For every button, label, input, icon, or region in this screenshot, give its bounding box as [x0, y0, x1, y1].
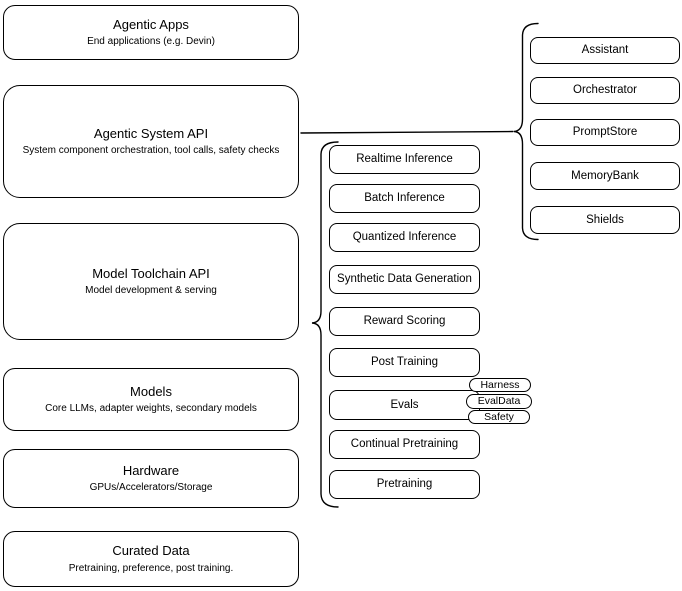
- node-memorybank: MemoryBank: [530, 162, 680, 190]
- node-batch-inference: Batch Inference: [329, 184, 480, 213]
- node-promptstore: PromptStore: [530, 119, 680, 146]
- layer-subtitle: System component orchestration, tool cal…: [22, 145, 280, 157]
- layer-title: Hardware: [122, 462, 180, 478]
- layer-box-agentic-apps: Agentic Apps End applications (e.g. Devi…: [3, 5, 299, 60]
- node-evals: Evals: [329, 390, 480, 420]
- node-realtime-inference: Realtime Inference: [329, 145, 480, 174]
- node-pretraining: Pretraining: [329, 470, 480, 499]
- node-synthetic-data-generation: Synthetic Data Generation: [329, 265, 480, 294]
- node-quantized-inference: Quantized Inference: [329, 223, 480, 252]
- layer-title: Agentic Apps: [113, 16, 189, 32]
- layer-title: Agentic System API: [93, 125, 209, 141]
- layer-title: Model Toolchain API: [92, 265, 210, 281]
- pill-evaldata: EvalData: [466, 394, 532, 409]
- layer-subtitle: GPUs/Accelerators/Storage: [89, 482, 213, 494]
- layer-subtitle: Core LLMs, adapter weights, secondary mo…: [45, 403, 257, 415]
- node-post-training: Post Training: [329, 348, 480, 377]
- layer-subtitle: End applications (e.g. Devin): [87, 36, 215, 48]
- node-assistant: Assistant: [530, 37, 680, 64]
- layer-title: Models: [130, 383, 172, 399]
- node-shields: Shields: [530, 206, 680, 234]
- pill-safety: Safety: [468, 410, 530, 424]
- node-continual-pretraining: Continual Pretraining: [329, 430, 480, 459]
- node-orchestrator: Orchestrator: [530, 77, 680, 104]
- layer-box-models: Models Core LLMs, adapter weights, secon…: [3, 368, 299, 431]
- layer-subtitle: Model development & serving: [85, 285, 217, 297]
- layer-box-agentic-system-api: Agentic System API System component orch…: [3, 85, 299, 198]
- layer-title: Curated Data: [112, 543, 190, 559]
- layer-box-hardware: Hardware GPUs/Accelerators/Storage: [3, 449, 299, 508]
- layer-box-curated-data: Curated Data Pretraining, preference, po…: [3, 531, 299, 587]
- link-line-system-api-to-components: [300, 130, 514, 134]
- layer-box-model-toolchain-api: Model Toolchain API Model development & …: [3, 223, 299, 340]
- node-reward-scoring: Reward Scoring: [329, 307, 480, 336]
- pill-harness: Harness: [469, 378, 531, 392]
- layer-subtitle: Pretraining, preference, post training.: [68, 562, 234, 574]
